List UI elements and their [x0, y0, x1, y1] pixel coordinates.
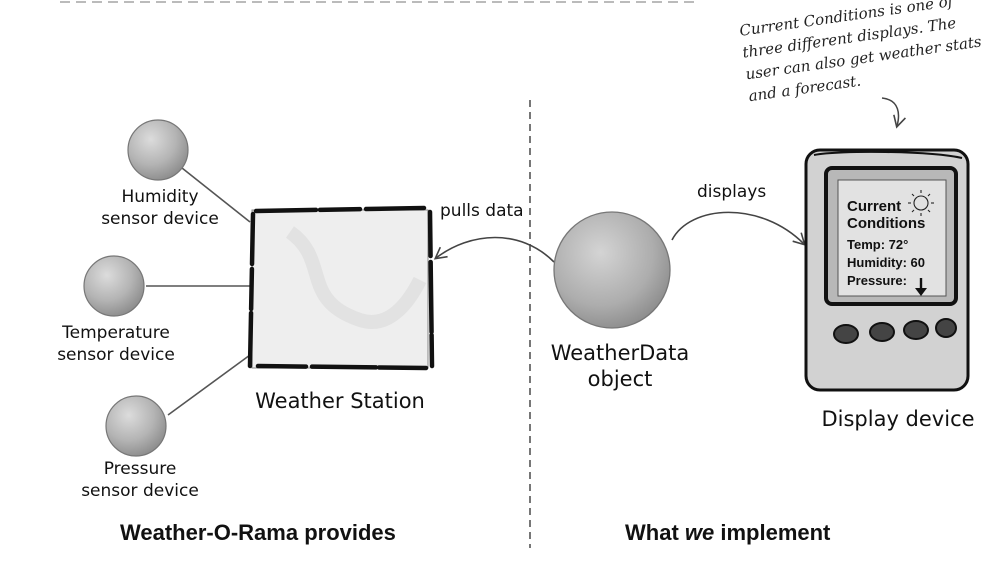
screen-pressure: Pressure:	[847, 273, 907, 288]
weatherdata-sphere	[553, 211, 671, 329]
pressure-down-arrow-icon	[915, 278, 927, 296]
pressure-sensor-sphere	[105, 395, 167, 457]
temperature-sensor-label: Temperature sensor device	[57, 323, 175, 365]
left-section-heading: Weather-O-Rama provides	[120, 520, 396, 545]
display-screen: Current Conditions Temp: 72° Humidity: 6…	[847, 198, 947, 288]
screen-title-line2: Conditions	[847, 215, 926, 232]
display-device	[804, 148, 970, 392]
pressure-sensor-label: Pressure sensor device	[81, 459, 199, 501]
temperature-sensor-sphere	[83, 255, 145, 317]
weather-station-box	[247, 205, 435, 371]
screen-title-line1: Current	[847, 198, 902, 215]
humidity-connector	[181, 167, 251, 223]
humidity-sensor-sphere	[127, 119, 189, 181]
right-heading-prefix: What	[625, 520, 685, 545]
right-heading-suffix: implement	[714, 520, 831, 545]
pulls-data-label: pulls data	[440, 201, 524, 221]
right-section-heading: What we implement	[625, 520, 830, 546]
screen-temp: Temp: 72°	[847, 237, 909, 252]
humidity-sensor-label: Humidity sensor device	[101, 187, 219, 229]
right-heading-emphasis: we	[684, 520, 715, 545]
displays-arrow	[671, 211, 806, 246]
annotation-arrow	[881, 97, 906, 129]
weatherdata-object-label: WeatherData object	[550, 341, 690, 391]
screen-humidity: Humidity: 60	[847, 255, 926, 270]
pressure-connector	[167, 354, 251, 416]
displays-label: displays	[697, 182, 767, 202]
sun-icon	[908, 190, 934, 216]
pulls-data-arrow	[433, 236, 555, 263]
display-device-label: Display device	[821, 407, 975, 431]
weather-station-label: Weather Station	[255, 389, 425, 413]
